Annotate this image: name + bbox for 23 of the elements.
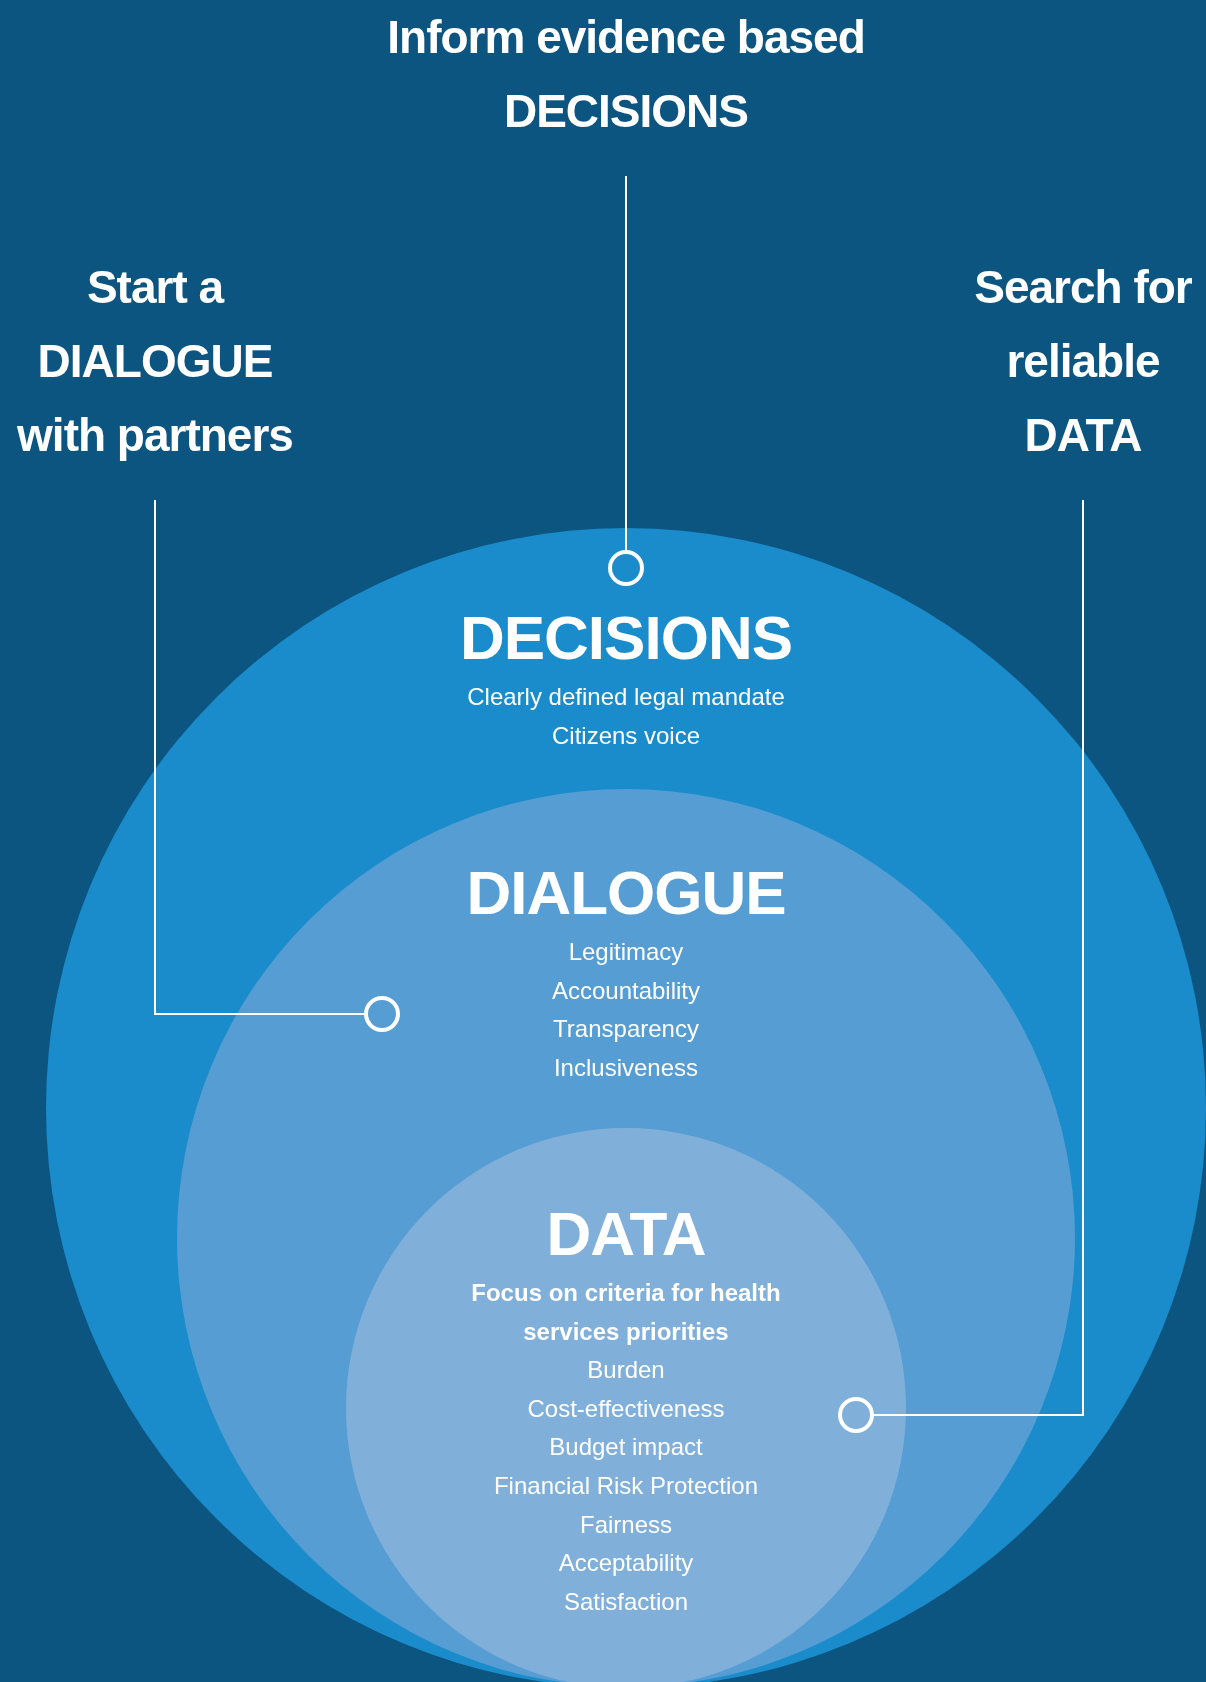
list-item: Fairness xyxy=(580,1509,672,1540)
list-item: Legitimacy xyxy=(568,937,684,967)
focus-text: Focus on criteria for health services priorities xyxy=(470,1278,782,1347)
list-item: Inclusiveness xyxy=(553,1052,699,1083)
list-item: Cost-effectiveness xyxy=(527,1393,725,1424)
list-item: Clearly defined legal mandate xyxy=(467,682,785,712)
list-item: Burden xyxy=(587,1355,665,1386)
leader-line xyxy=(154,499,400,1032)
callout-heading: Search for reliable DATA xyxy=(973,260,1193,463)
list-item: Budget impact xyxy=(549,1432,703,1463)
circle-heading: DIALOGUE xyxy=(466,857,786,929)
list-item: Financial Risk Protection xyxy=(493,1470,759,1501)
callout-heading: Start a DIALOGUE with partners xyxy=(16,260,294,463)
circle-heading: DECISIONS xyxy=(459,602,793,674)
list-item: Citizens voice xyxy=(551,720,701,751)
list-item: Acceptability xyxy=(558,1548,694,1579)
leader-line xyxy=(608,175,644,586)
callout-heading: Inform evidence based DECISIONS xyxy=(386,10,866,139)
list-item: Accountability xyxy=(551,975,701,1006)
circle-heading: DATA xyxy=(546,1198,706,1270)
list-item: Satisfaction xyxy=(563,1586,689,1617)
list-item: Transparency xyxy=(553,1014,699,1045)
leader-line xyxy=(838,499,1084,1433)
